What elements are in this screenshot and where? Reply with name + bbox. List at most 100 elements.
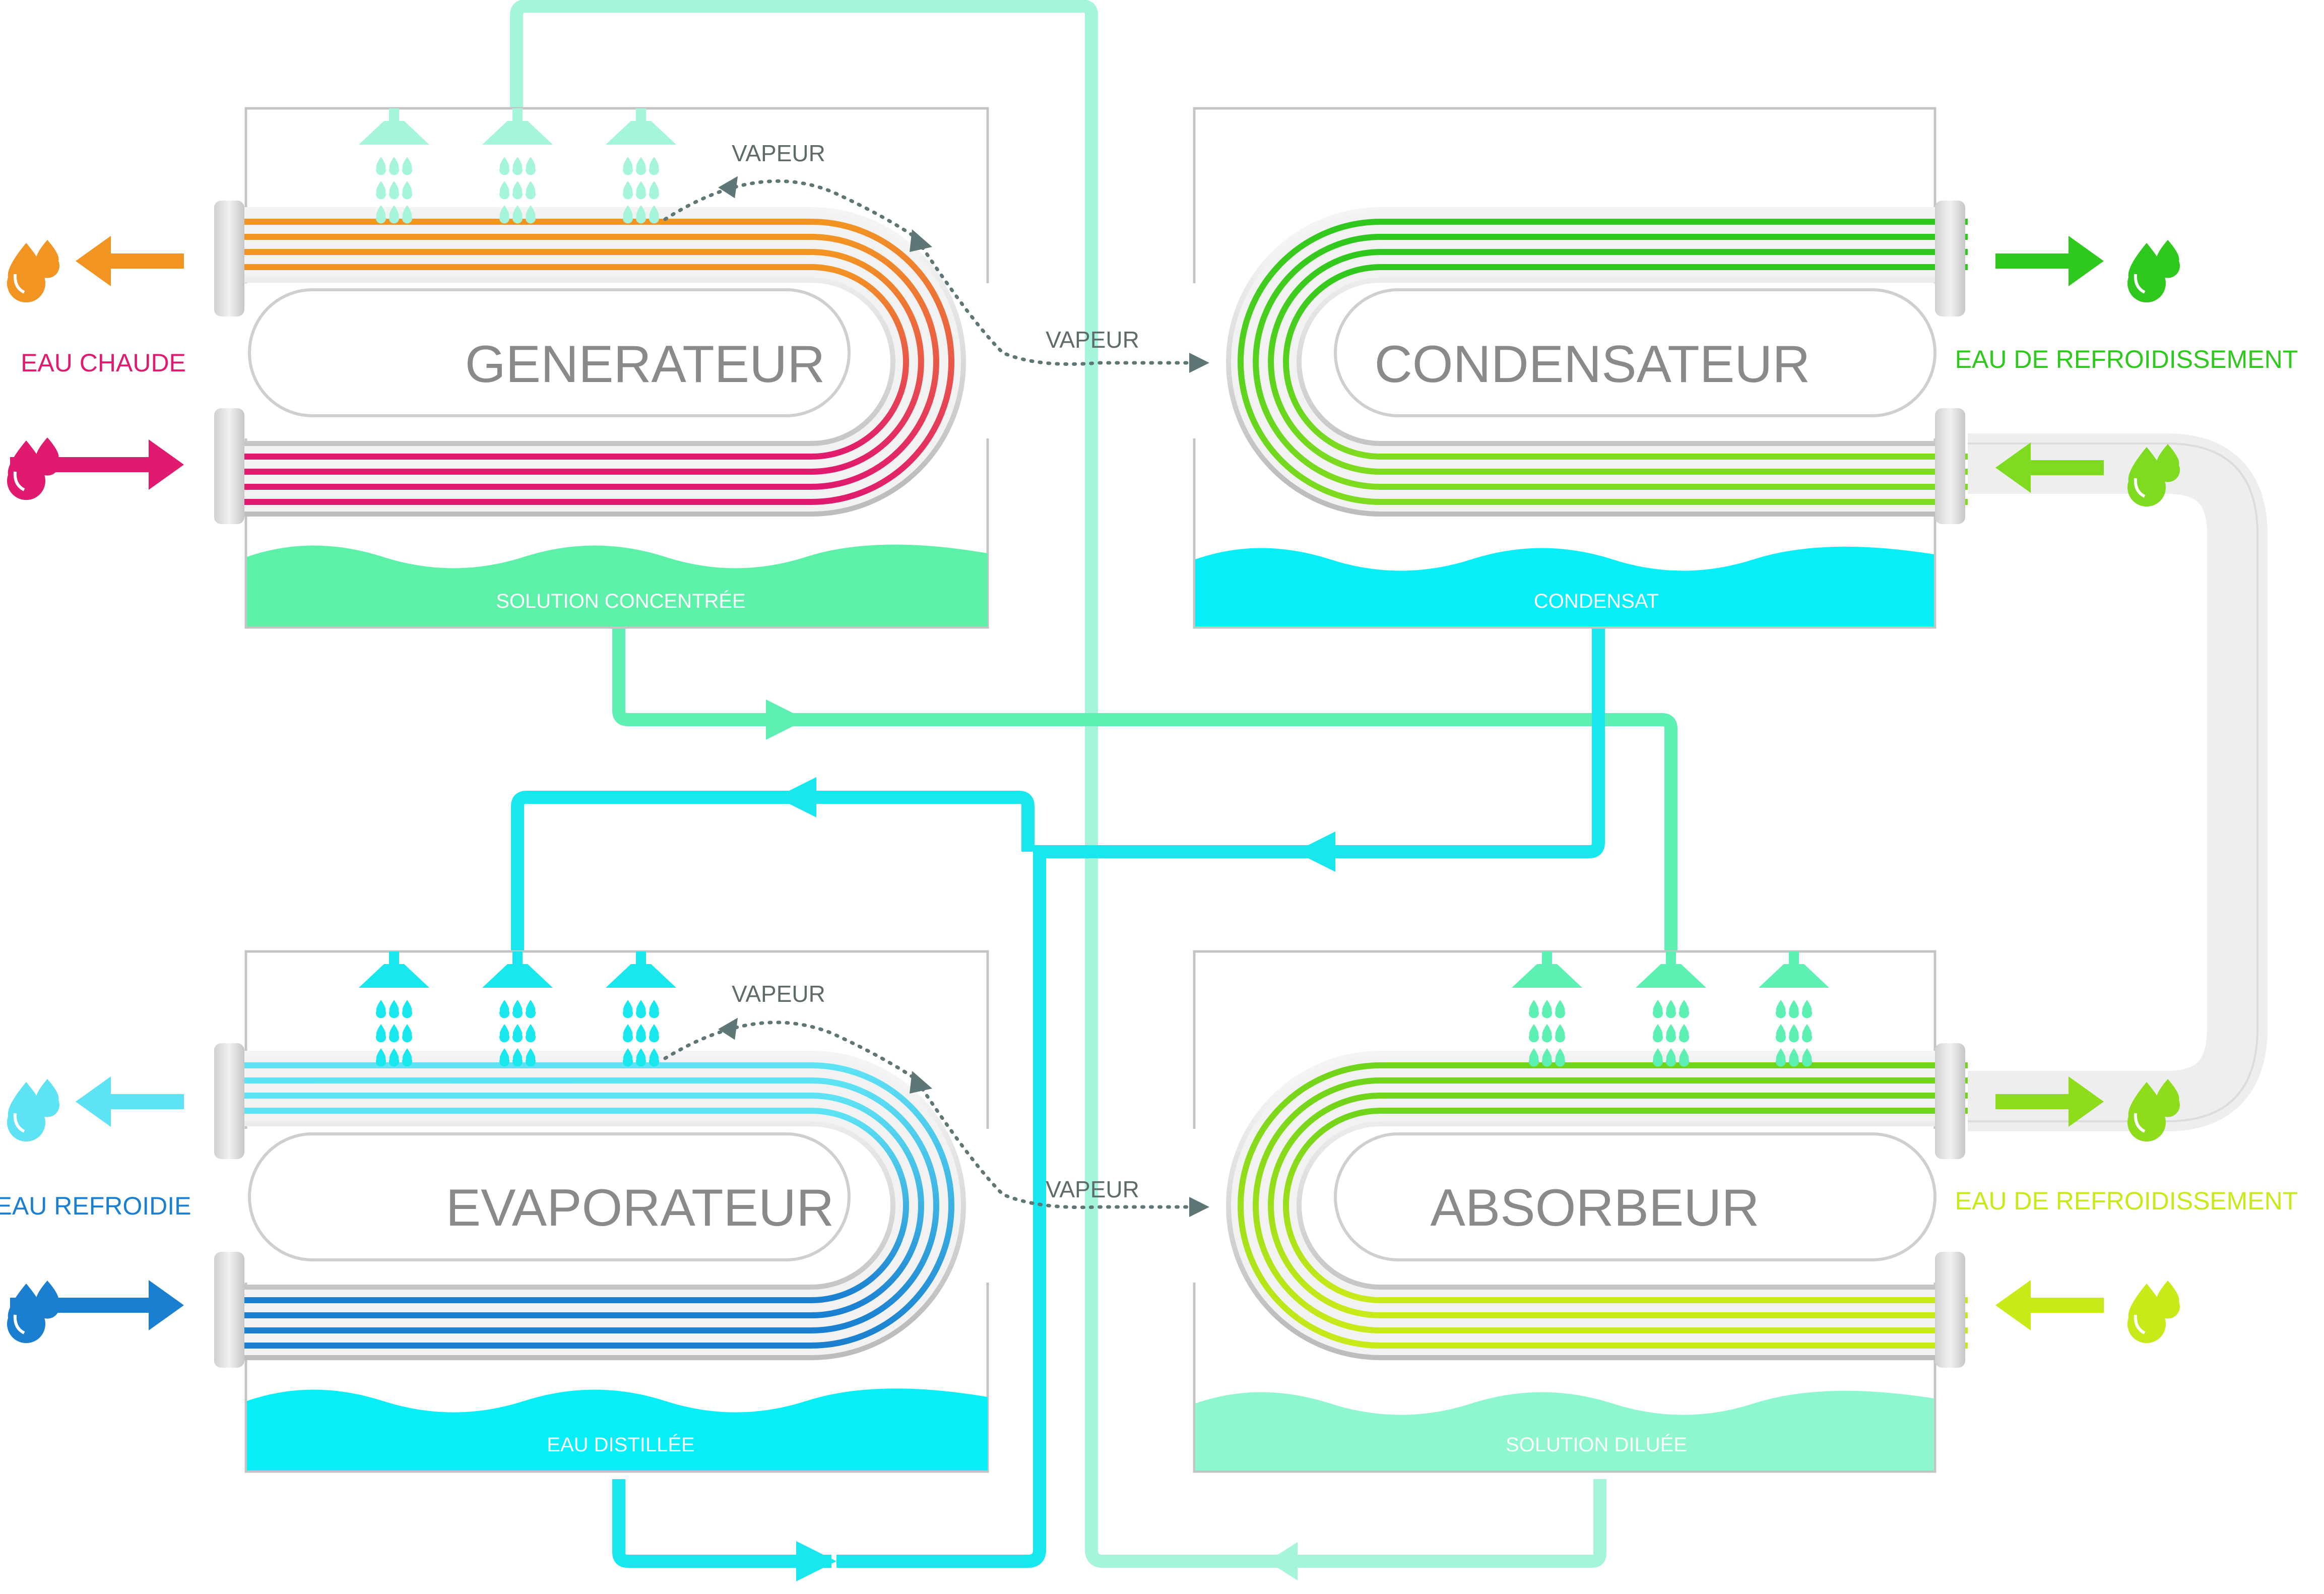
- absorber-spray-droplet: [1529, 1048, 1539, 1067]
- generator-spray-droplet: [402, 205, 412, 224]
- drop-icon-cooling-absorber-in: [2127, 1281, 2180, 1344]
- pool-label-condenser: CONDENSAT: [1534, 590, 1659, 612]
- arrow-cooling-condenser-out-head: [2069, 236, 2104, 286]
- evaporator-spray-droplet: [376, 1024, 386, 1043]
- drop-icon-cooling-condenser-in: [2127, 444, 2180, 507]
- arrow-chilled-water-out-head: [76, 1076, 111, 1127]
- generator-coil: [214, 201, 966, 524]
- arrow-vapor-generator: [1189, 353, 1209, 373]
- drop-icon-chilled-out: [7, 1079, 59, 1142]
- pipe-condensate: [836, 627, 1605, 1568]
- generator-spray-head: [359, 121, 429, 145]
- vapor-flow-evaporator: [663, 1017, 1209, 1217]
- evaporator-spray-droplet: [499, 1048, 510, 1067]
- absorber-spray-stem: [1666, 951, 1676, 964]
- evaporator-spray-droplet: [623, 1048, 633, 1067]
- absorber-spray-droplet: [1679, 1000, 1690, 1018]
- evaporator-spray-droplet: [636, 1024, 646, 1043]
- absorber-spray-droplet: [1529, 1024, 1539, 1043]
- evaporator-pool: [247, 1388, 988, 1471]
- evaporator-spray-droplet: [623, 1024, 633, 1043]
- evaporator-spray-droplet: [402, 1048, 412, 1067]
- evaporator-coil: [214, 1043, 966, 1368]
- generator-title: GENERATEUR: [465, 335, 825, 394]
- absorber-spray-droplet: [1542, 1024, 1552, 1043]
- evaporator-spray-droplet: [649, 1048, 659, 1067]
- evaporator-spray-droplet: [649, 1024, 659, 1043]
- arrow-hot-water-out-head: [76, 236, 111, 286]
- evaporator-spray-droplet: [623, 1000, 633, 1018]
- evaporator-spray-droplet: [512, 1000, 523, 1018]
- pool-label-generator: SOLUTION CONCENTRÉE: [496, 590, 746, 612]
- spray-nozzles: [359, 108, 1829, 1067]
- evaporator-spray-droplet: [526, 1024, 536, 1043]
- generator-spray-droplet: [512, 181, 523, 200]
- evaporator-spray-droplet: [526, 1048, 536, 1067]
- absorber-spray-head: [1759, 964, 1829, 988]
- absorber-spray-droplet: [1666, 1024, 1676, 1043]
- generator-spray-stem: [389, 108, 399, 121]
- absorber-spray-droplet: [1653, 1048, 1663, 1067]
- generator-spray-droplet: [649, 157, 659, 175]
- arrow-cooling-absorber-out-head: [2069, 1076, 2104, 1127]
- vapor-label-generator-passage: VAPEUR: [1046, 327, 1139, 353]
- absorber-spray-droplet: [1802, 1048, 1812, 1067]
- evaporator-spray-stem: [636, 951, 646, 964]
- evaporator-spray-head: [359, 964, 429, 988]
- absorber-spray-droplet: [1542, 1000, 1552, 1018]
- absorber-spray-droplet: [1555, 1000, 1565, 1018]
- evaporator-spray-droplet: [389, 1000, 399, 1018]
- evaporator-spray-droplet: [636, 1000, 646, 1018]
- arrow-chilled-water-in-head: [149, 1280, 184, 1330]
- label-chilled-water: EAU REFROIDIE: [0, 1192, 191, 1220]
- generator-spray-stem: [636, 108, 646, 121]
- absorber-spray-droplet: [1788, 1048, 1799, 1067]
- evaporator-spray-droplet: [389, 1048, 399, 1067]
- generator-spray-stem: [512, 108, 523, 121]
- pipe-dilute-solution-return: [1290, 1479, 1606, 1568]
- absorber-spray-droplet: [1653, 1000, 1663, 1018]
- absorber-spray-droplet: [1679, 1048, 1690, 1067]
- generator-spray-droplet: [376, 181, 386, 200]
- evaporator-spray-head: [482, 964, 553, 988]
- absorber-spray-droplet: [1679, 1024, 1690, 1043]
- absorber-spray-stem: [1542, 951, 1552, 964]
- absorber-spray-droplet: [1802, 1024, 1812, 1043]
- generator-spray-droplet: [499, 157, 510, 175]
- generator-spray-droplet: [499, 181, 510, 200]
- generator-spray-droplet: [402, 157, 412, 175]
- evaporator-title: EVAPORATEUR: [446, 1179, 834, 1237]
- evaporator-spray-droplet: [389, 1024, 399, 1043]
- arrow-cooling-condenser-in-head: [1995, 442, 2031, 493]
- absorber-spray-droplet: [1776, 1048, 1786, 1067]
- generator-spray-droplet: [376, 205, 386, 224]
- side-flows: [7, 236, 2180, 1344]
- generator-spray-head: [482, 121, 553, 145]
- evaporator-spray-droplet: [526, 1000, 536, 1018]
- pool-label-absorber: SOLUTION DILUÉE: [1506, 1433, 1687, 1456]
- absorber-pool: [1195, 1390, 1934, 1471]
- arrow-vapor-evaporator: [1189, 1197, 1209, 1217]
- absorber-spray-droplet: [1555, 1024, 1565, 1043]
- drop-icon-hot-in: [7, 437, 59, 500]
- generator-spray-droplet: [526, 181, 536, 200]
- vapor-flow-generator: [663, 176, 1209, 373]
- generator-spray-head: [606, 121, 676, 145]
- absorber-spray-droplet: [1529, 1000, 1539, 1018]
- pipe-cooling-link: [1968, 433, 2268, 1131]
- drop-icon-cooling-condenser-out: [2127, 240, 2180, 303]
- arrow-evaporator-bottom: [796, 1541, 836, 1581]
- label-hot-water: EAU CHAUDE: [21, 349, 186, 377]
- absorber-spray-droplet: [1653, 1024, 1663, 1043]
- generator-spray-droplet: [623, 181, 633, 200]
- absorber-spray-droplet: [1666, 1048, 1676, 1067]
- generator-spray-droplet: [512, 205, 523, 224]
- generator-spray-droplet: [649, 181, 659, 200]
- generator-spray-droplet: [526, 205, 536, 224]
- absorber-spray-head: [1512, 964, 1582, 988]
- pipe-cooling-link-edge: [1968, 442, 2258, 1122]
- generator-spray-droplet: [636, 205, 646, 224]
- generator-spray-droplet: [636, 157, 646, 175]
- drop-icon-cooling-absorber-out: [2127, 1079, 2180, 1142]
